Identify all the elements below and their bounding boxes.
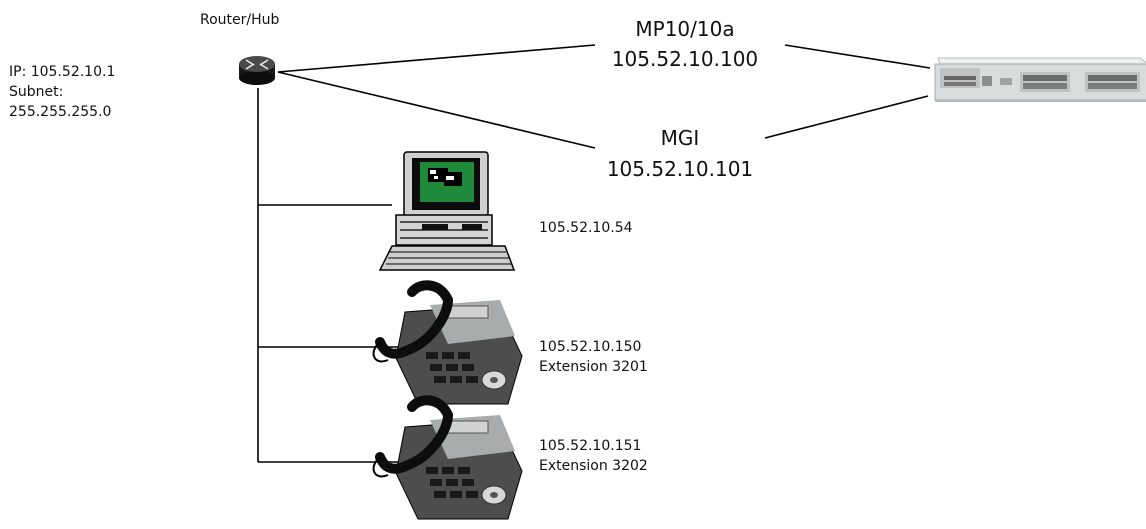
link-mgi-ip: 105.52.10.101	[606, 157, 754, 181]
computer-icon	[378, 151, 516, 271]
link-router-to-mgi	[277, 71, 596, 149]
router-icon	[239, 56, 275, 85]
ip-phone-icon	[372, 395, 523, 520]
phone-1-extension: Extension 3201	[539, 359, 648, 375]
pc-ip: 105.52.10.54	[539, 220, 633, 236]
phone-2-ip: 105.52.10.151	[539, 438, 642, 454]
link-router-to-mp10	[277, 44, 596, 73]
link-mp10-ip: 105.52.10.100	[611, 47, 759, 71]
connection-lines	[257, 44, 931, 463]
ip-phone-icon	[372, 280, 523, 405]
router-title: Router/Hub	[200, 12, 280, 28]
phone-1-ip: 105.52.10.150	[539, 339, 642, 355]
phone-2-extension: Extension 3202	[539, 458, 648, 474]
link-mgi-name: MGI	[660, 126, 700, 150]
router-ip: IP: 105.52.10.1	[9, 64, 116, 80]
link-mgi-to-pbx	[764, 95, 929, 139]
pbx-chassis-icon	[934, 57, 1146, 102]
link-mp10-name: MP10/10a	[635, 17, 735, 41]
router-subnet-value: 255.255.255.0	[9, 104, 112, 120]
link-mp10-to-pbx	[784, 44, 931, 69]
router-subnet-label: Subnet:	[9, 84, 64, 100]
